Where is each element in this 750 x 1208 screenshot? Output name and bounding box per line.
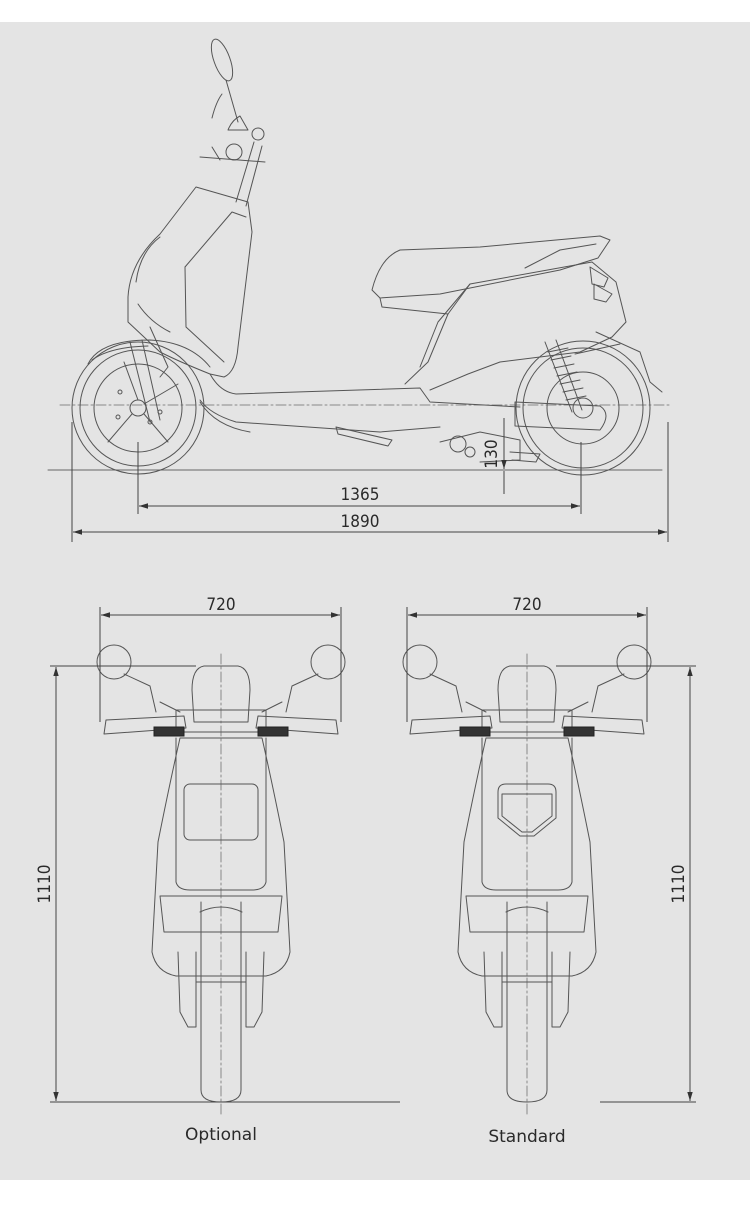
standard-width-label: 720 [512,595,541,615]
optional-width-label: 720 [206,595,235,615]
optional-caption: Optional [185,1125,257,1145]
wheelbase-label: 1365 [341,485,380,505]
rear-wheel [515,340,651,476]
drawing-background [0,22,750,1180]
left-grip [153,726,185,737]
right-grip [563,726,595,737]
front-view-standard: 720 1110 Standard [402,595,696,1147]
standard-caption: Standard [488,1127,565,1147]
front-view-optional: 720 1110 Optional [35,595,400,1145]
ground-clearance-label: 130 [482,439,502,468]
optional-height-label: 1110 [35,865,55,904]
left-grip [459,726,491,737]
side-dimensions [71,418,669,542]
right-grip [257,726,289,737]
technical-drawing-panel: 1365 1890 130 [0,22,750,1180]
standard-height-label: 1110 [669,865,689,904]
overall-length-label: 1890 [341,512,380,532]
